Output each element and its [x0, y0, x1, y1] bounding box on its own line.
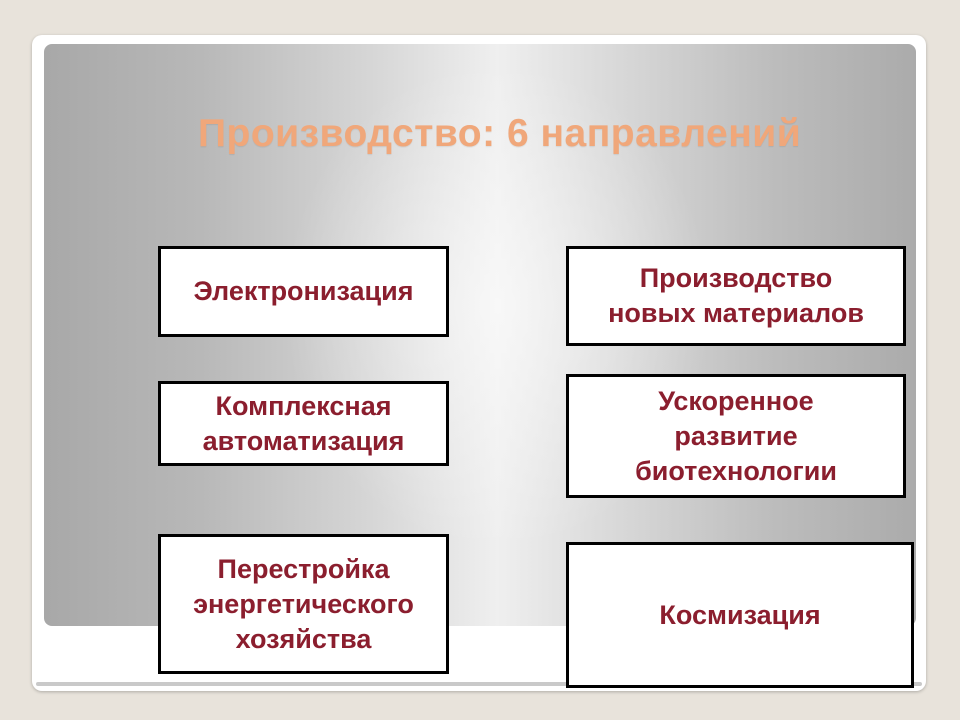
direction-label: Производство новых материалов [608, 263, 864, 328]
direction-label: Перестройка энергетического хозяйства [193, 553, 414, 654]
direction-box-new-materials: Производство новых материалов [566, 246, 906, 346]
direction-box-biotechnology: Ускоренное развитие биотехнологии [566, 374, 906, 498]
direction-label: Ускоренное развитие биотехнологии [635, 385, 837, 486]
direction-box-automation: Комплексная автоматизация [158, 381, 449, 466]
direction-box-electronization: Электронизация [158, 246, 449, 337]
direction-label: Космизация [659, 599, 821, 630]
direction-box-energy: Перестройка энергетического хозяйства [158, 534, 449, 674]
direction-box-space: Космизация [566, 542, 914, 688]
direction-label: Комплексная автоматизация [202, 390, 405, 456]
bottom-divider [36, 682, 922, 686]
direction-label: Электронизация [193, 276, 414, 306]
slide-title: Производство: 6 направлений [198, 112, 802, 155]
